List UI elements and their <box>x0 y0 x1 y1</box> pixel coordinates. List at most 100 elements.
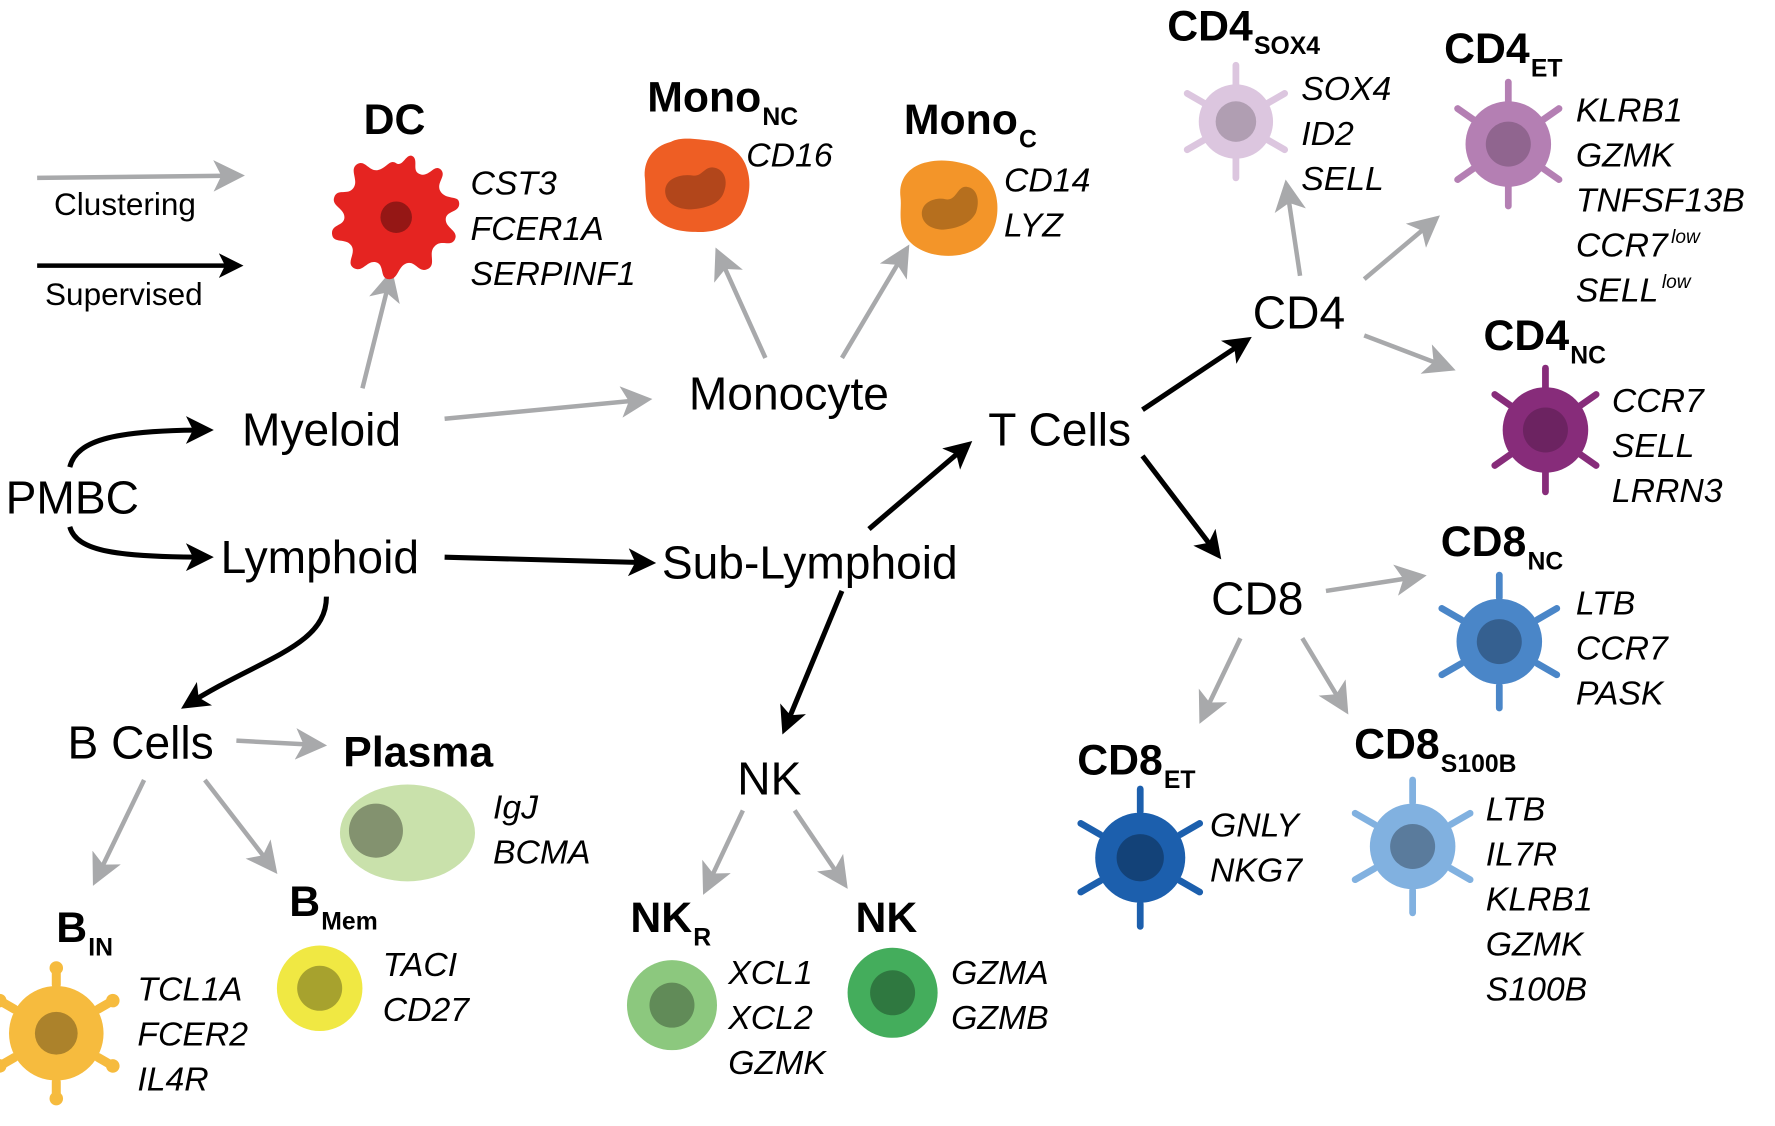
cd4-sox4-cell-icon <box>1183 62 1290 181</box>
nk-r-genes: XCL1 XCL2 GZMK <box>728 951 826 1086</box>
node-t-cells: T Cells <box>988 407 1131 453</box>
mono-nc-genes: CD16 <box>746 134 832 179</box>
edge-bcells-plasma <box>236 741 320 746</box>
cd4-et-title: CD4ET <box>1444 28 1562 71</box>
node-cd4: CD4 <box>1253 290 1345 336</box>
nk-r-cell-icon <box>627 960 717 1050</box>
gene-label: BCMA <box>493 831 591 876</box>
gene-label: GZMA <box>951 951 1049 996</box>
edge-cd4-cd4sox4 <box>1287 186 1301 276</box>
b-in-genes: TCL1A FCER2 IL4R <box>137 968 248 1103</box>
b-mem-title: BMem <box>289 881 377 924</box>
gene-label: XCL1 <box>728 951 826 996</box>
gene-label: CD16 <box>746 134 832 179</box>
gene-label: LTB <box>1486 788 1593 833</box>
cd4-nc-title: CD4NC <box>1484 315 1606 358</box>
cd4-et-genes: KLRB1 GZMK TNFSF13B CCR7low SELLlow <box>1576 89 1745 314</box>
gene-label: LYZ <box>1004 204 1090 249</box>
node-lymphoid: Lymphoid <box>221 535 419 581</box>
plasma-genes: IgJ BCMA <box>493 786 591 876</box>
dc-title: DC <box>364 99 426 142</box>
dc-cell-icon <box>332 156 459 280</box>
edge-bcells-bin <box>96 780 144 880</box>
gene-label: IL4R <box>137 1058 248 1103</box>
edge-cd4-cd4nc <box>1364 335 1450 368</box>
gene-label: PASK <box>1576 672 1668 717</box>
edge-cd8-cd8et <box>1202 638 1240 718</box>
cd8-et-genes: GNLY NKG7 <box>1210 804 1302 894</box>
cd4-nc-genes: CCR7 SELL LRRN3 <box>1612 379 1723 514</box>
mono-c-title: MonoC <box>904 99 1037 142</box>
gene-label: IgJ <box>493 786 591 831</box>
edge-lymphoid-bcells <box>186 597 327 706</box>
gene-label: CST3 <box>471 162 636 207</box>
node-myeloid: Myeloid <box>242 407 401 453</box>
edge-nk-nkr <box>706 810 743 889</box>
gene-label: S100B <box>1486 968 1593 1013</box>
gene-label: KLRB1 <box>1576 89 1745 134</box>
gene-label: GZMK <box>1486 923 1593 968</box>
gene-label: KLRB1 <box>1486 878 1593 923</box>
mono-nc-cell-icon <box>645 139 750 232</box>
mono-c-cell-icon <box>900 160 997 255</box>
plasma-cell-icon <box>340 785 475 882</box>
gene-label: TACI <box>383 943 469 988</box>
edge-myeloid-monocyte <box>445 400 646 419</box>
b-in-title: BIN <box>56 907 113 950</box>
edge-myeloid-dc <box>362 276 390 389</box>
node-monocyte: Monocyte <box>689 371 889 417</box>
edge-pmbc-lymphoid <box>70 527 208 557</box>
edge-cd8-cd8nc <box>1326 576 1421 591</box>
plasma-title: Plasma <box>343 732 493 775</box>
mono-nc-title: MonoNC <box>647 77 798 120</box>
edge-nk-nkcyto <box>795 810 845 883</box>
cd8-s100b-genes: LTB IL7R KLRB1 GZMK S100B <box>1486 788 1593 1013</box>
edge-lymphoid-sublymphoid <box>445 557 651 563</box>
gene-label: GZMB <box>951 996 1049 1041</box>
legend-clustering-label: Clustering <box>54 189 196 221</box>
gene-label: FCER1A <box>471 207 636 252</box>
gene-label: FCER2 <box>137 1013 248 1058</box>
nk-title: NK <box>855 897 917 940</box>
nk-r-title: NKR <box>630 897 711 940</box>
cd4-sox4-genes: SOX4 ID2 SELL <box>1301 68 1391 203</box>
edge-monocyte-monoc <box>842 250 906 358</box>
edge-tcells-cd4 <box>1142 340 1247 410</box>
gene-label: SELL <box>1301 158 1391 203</box>
edge-bcells-bmem <box>205 780 274 869</box>
gene-label: CD14 <box>1004 159 1090 204</box>
gene-label: SELL <box>1612 424 1723 469</box>
edge-cd8-cd8s100b <box>1302 638 1345 709</box>
cd4-nc-cell-icon <box>1490 365 1601 496</box>
dc-genes: CST3 FCER1A SERPINF1 <box>471 162 636 297</box>
cd8-nc-title: CD8NC <box>1441 521 1563 564</box>
gene-label: IL7R <box>1486 833 1593 878</box>
gene-label: GZMK <box>728 1041 826 1086</box>
cd8-s100b-title: CD8S100B <box>1354 724 1516 767</box>
edge-sublymphoid-tcells <box>869 445 968 529</box>
gene-label: XCL2 <box>728 996 826 1041</box>
gene-label: LTB <box>1576 582 1668 627</box>
cd4-et-cell-icon <box>1453 79 1564 210</box>
gene-label: SERPINF1 <box>471 252 636 297</box>
gene-label: CD27 <box>383 988 469 1033</box>
cd8-s100b-cell-icon <box>1351 777 1475 917</box>
legend-supervised-label: Supervised <box>45 279 203 311</box>
gene-label: SOX4 <box>1301 68 1391 113</box>
b-in-cell-icon <box>0 961 122 1105</box>
gene-label: TCL1A <box>137 968 248 1013</box>
gene-label: GZMK <box>1576 134 1745 179</box>
cd8-et-cell-icon <box>1076 786 1204 930</box>
edge-tcells-cd8 <box>1142 456 1217 555</box>
b-mem-genes: TACI CD27 <box>383 943 469 1033</box>
b-mem-cell-icon <box>277 946 363 1032</box>
gene-label: NKG7 <box>1210 849 1302 894</box>
gene-label: ID2 <box>1301 113 1391 158</box>
nk-cell-icon <box>848 948 938 1038</box>
gene-label: CCR7 <box>1612 379 1723 424</box>
mono-c-genes: CD14 LYZ <box>1004 159 1090 249</box>
edge-monocyte-mononc <box>718 253 765 358</box>
